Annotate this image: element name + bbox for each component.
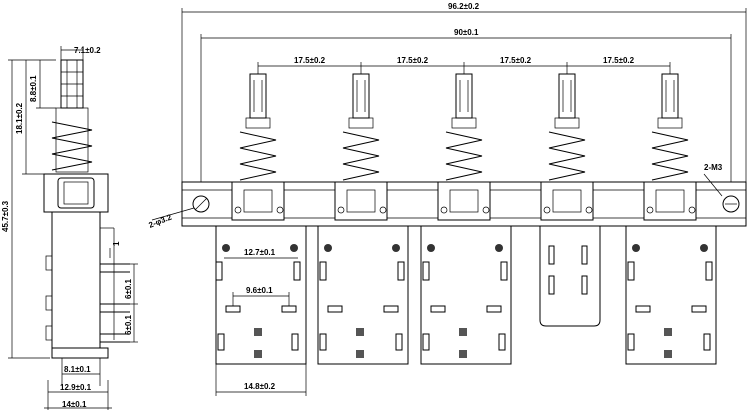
- switch-unit-3: [437, 73, 491, 221]
- dim-pitch-3: 17.5±0.2: [500, 56, 532, 65]
- switch-unit-5: [643, 73, 697, 221]
- dim-base-width-c: 14±0.1: [62, 400, 87, 409]
- contact-module-4: [539, 225, 601, 327]
- side-view: 7.1±0.2 45.7±0.3 18.1±0.2 8.8±0.1 1 6±0.…: [1, 46, 138, 410]
- dim-right-hole: 2-M3: [704, 163, 723, 172]
- dim-base-width-b: 12.9±0.1: [60, 383, 92, 392]
- contact-module-1: 12.7±0.1 9.6±0.1 14.8±0.2: [215, 225, 307, 396]
- switch-unit-4: [540, 73, 594, 221]
- side-spring: [51, 121, 93, 171]
- dim-pin-pair-spacing: 9.6±0.1: [246, 286, 273, 295]
- dim-pin-gap-b: 6±0.1: [124, 314, 133, 335]
- right-mount-hole: [722, 195, 740, 213]
- dim-pin-row-spacing: 12.7±0.1: [244, 248, 276, 257]
- side-housing: [43, 173, 109, 213]
- contact-module-2: [317, 225, 409, 365]
- dim-hole-spacing: 90±0.1: [454, 28, 479, 37]
- dim-pin-gap-a: 6±0.1: [124, 278, 133, 299]
- contact-module-3: [420, 225, 512, 365]
- dim-left-hole: 2-φ3.2: [147, 212, 173, 230]
- dim-top-width: 7.1±0.2: [74, 46, 101, 55]
- contact-module-5: [625, 225, 717, 365]
- dim-upper-height: 18.1±0.2: [15, 102, 24, 134]
- dim-base-width-a: 8.1±0.1: [64, 365, 91, 374]
- dim-total-height: 45.7±0.3: [1, 200, 10, 232]
- dim-pitch-4: 17.5±0.2: [603, 56, 635, 65]
- dim-stem-height: 8.8±0.1: [29, 75, 38, 102]
- dim-pin-step: 1: [112, 241, 121, 246]
- front-view: 96.2±0.2 90±0.1 17.5±0.2 17.5±0.2 17.5±0…: [147, 2, 747, 396]
- dim-pitch-2: 17.5±0.2: [397, 56, 429, 65]
- dim-module-width: 14.8±0.2: [244, 382, 276, 391]
- switch-unit-2: [334, 73, 388, 221]
- dim-overall-length: 96.2±0.2: [448, 2, 480, 11]
- dim-pitch-1: 17.5±0.2: [294, 56, 326, 65]
- switch-unit-1: [231, 73, 285, 221]
- side-body: [51, 211, 101, 353]
- left-mount-hole: [192, 195, 210, 213]
